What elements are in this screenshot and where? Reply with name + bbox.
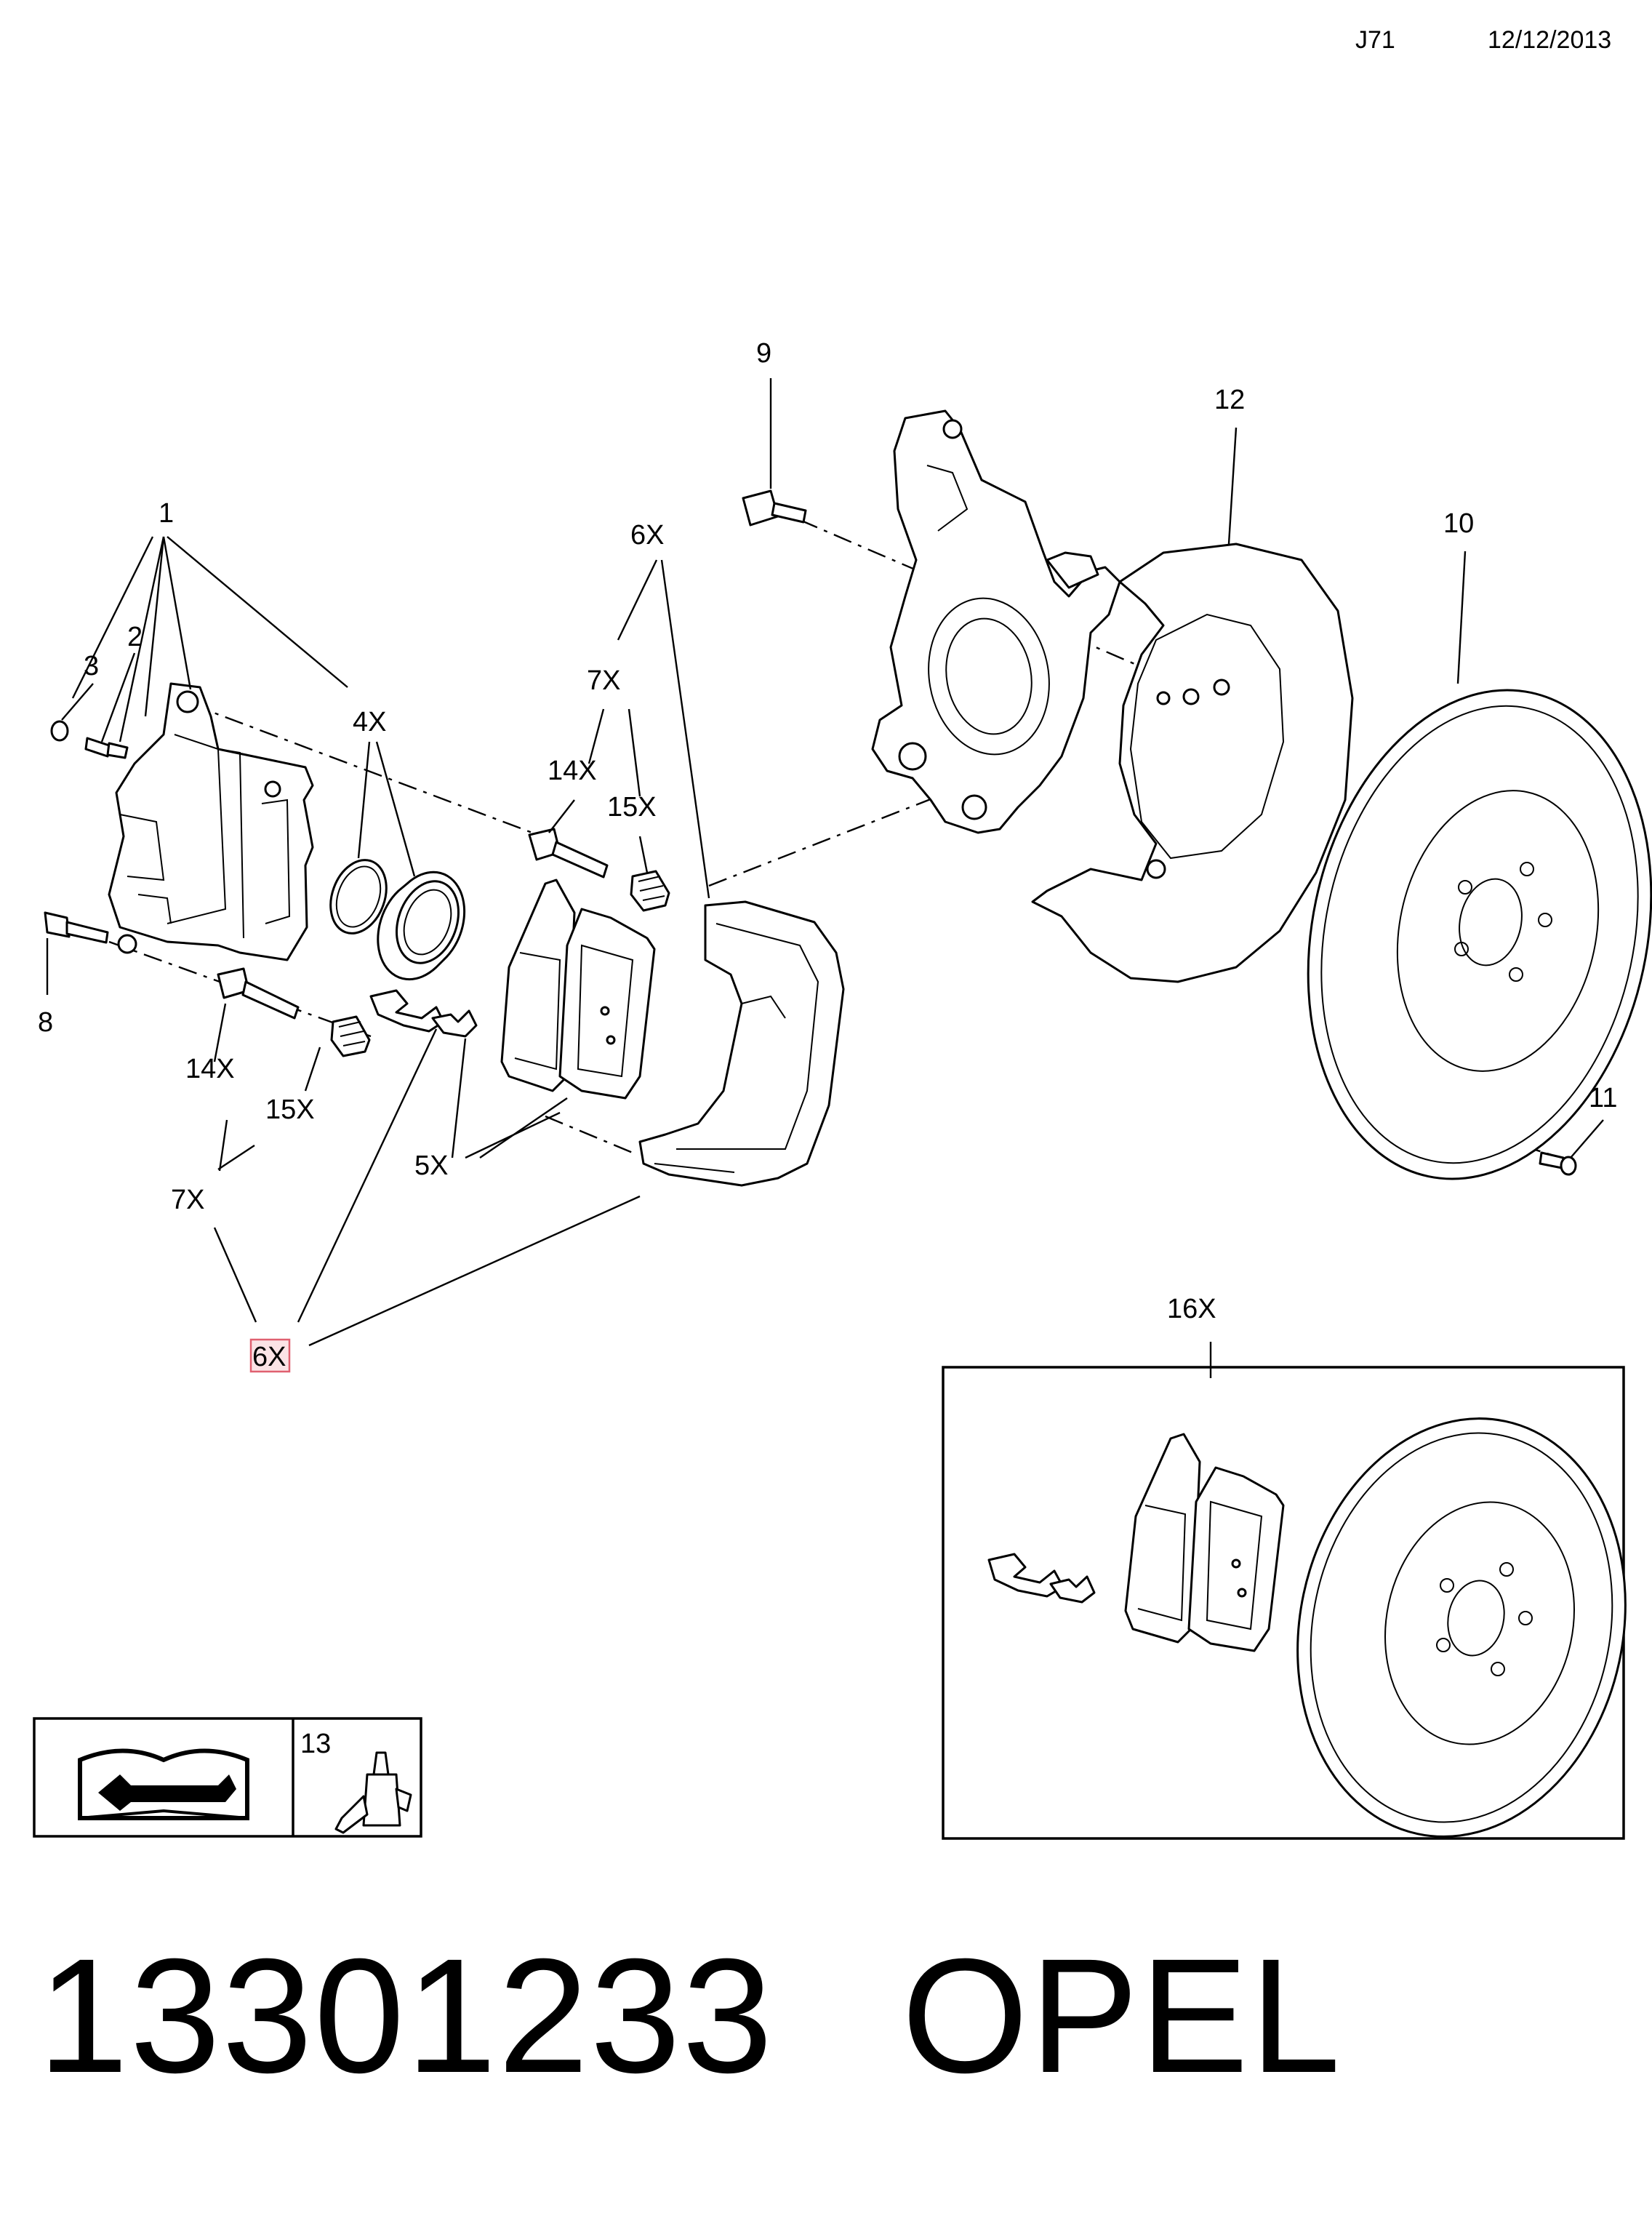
callout-1: 1: [159, 498, 174, 529]
callout-11: 11: [1589, 1083, 1617, 1113]
guide-boot-upper: [630, 870, 670, 912]
diagram-date: 12/12/2013: [1488, 26, 1612, 54]
caliper-bracket: [638, 900, 845, 1187]
callout-6x-bottom[interactable]: 6X: [252, 1342, 286, 1372]
part-number: 13301233: [38, 1925, 774, 2107]
repair-manual-icon: [78, 1748, 249, 1820]
guide-pin-lower: [217, 967, 300, 1020]
callout-7x-top: 7X: [587, 665, 620, 696]
piston-seals: [329, 859, 466, 981]
callout-labels: 1 2 3 4X 5X 6X 6X 7X 7X 8 9 10 11 12 14X…: [38, 338, 1617, 1373]
kit-box: [942, 1366, 1627, 1840]
dust-shield: [1031, 543, 1354, 983]
disc-screw: [1539, 1151, 1577, 1176]
callout-14x-top: 14X: [548, 756, 597, 786]
callout-15x-top: 15X: [607, 792, 657, 823]
caliper-bolt: [44, 911, 109, 944]
brake-pads: [500, 879, 656, 1100]
brake-caliper: [108, 682, 314, 961]
guide-boot-lower: [330, 1015, 371, 1057]
leader-lines: [46, 378, 1604, 1378]
bleeder-screw: [84, 737, 129, 759]
callout-4x: 4X: [353, 707, 386, 737]
callout-12: 12: [1214, 385, 1245, 415]
callout-14x-bottom: 14X: [185, 1054, 235, 1084]
callout-6x-highlight: [249, 1338, 291, 1373]
brake-disc: [1307, 689, 1652, 1180]
callout-3: 3: [84, 651, 99, 681]
legend-box: 13: [33, 1717, 422, 1838]
callout-7x-bottom: 7X: [171, 1185, 204, 1215]
bleeder-cap: [50, 720, 69, 742]
callout-5x: 5X: [414, 1150, 448, 1181]
guide-pin-upper: [528, 828, 609, 879]
callout-10: 10: [1443, 508, 1474, 539]
knuckle-bolt: [742, 489, 807, 527]
callout-6x-top: 6X: [630, 520, 664, 551]
brand-name: OPEL: [902, 1925, 1342, 2107]
callout-15x-bottom: 15X: [265, 1095, 315, 1125]
diagram-code: J71: [1355, 26, 1395, 54]
threadlocker-bottle-icon: [334, 1751, 412, 1834]
callout-9: 9: [756, 338, 771, 369]
callout-13: 13: [300, 1729, 331, 1759]
pad-clips: [369, 989, 478, 1038]
steering-knuckle: [871, 409, 1121, 834]
callout-2: 2: [127, 622, 143, 652]
callout-16x: 16X: [1167, 1294, 1216, 1324]
callout-8: 8: [38, 1007, 53, 1038]
